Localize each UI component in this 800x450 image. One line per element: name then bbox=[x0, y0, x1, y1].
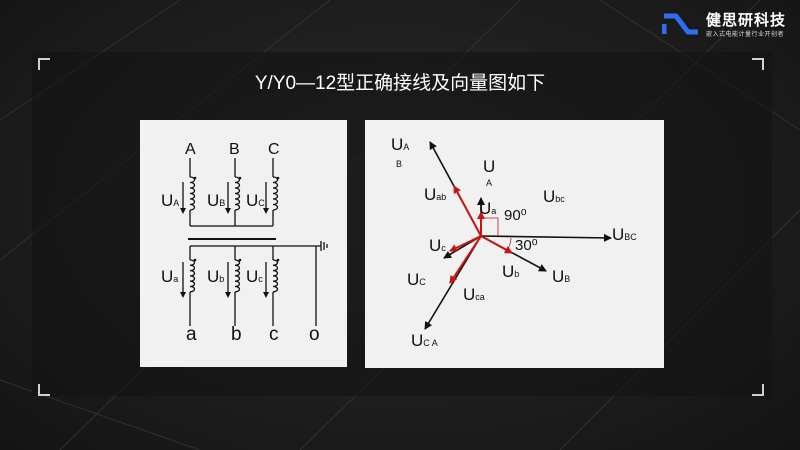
terminal-A: A bbox=[185, 141, 196, 158]
logo-name: 健思研科技 bbox=[705, 12, 786, 29]
label-UAB-sub2: B bbox=[396, 159, 403, 169]
label-Ub: Ub bbox=[502, 262, 520, 281]
right-angle-mark bbox=[481, 217, 499, 236]
phasor-Uab bbox=[453, 185, 482, 237]
label-UA: UA bbox=[161, 191, 180, 210]
phasor-Uca bbox=[449, 235, 482, 284]
label-UB: UB bbox=[207, 191, 226, 210]
label-UC: UC bbox=[246, 191, 265, 210]
angle-30-label: 30⁰ bbox=[515, 237, 538, 254]
frame-corner-top-left bbox=[38, 58, 50, 70]
wiring-diagram-panel: A B C a b c o UA UB UC Ua Ub Uc bbox=[140, 120, 347, 367]
frame-corner-bottom-right bbox=[752, 384, 764, 396]
label-Ua: Ua bbox=[161, 267, 179, 286]
slide-title: Y/Y0—12型正确接线及向量图如下 bbox=[254, 73, 546, 94]
terminal-a: a bbox=[186, 324, 197, 345]
terminal-b: b bbox=[231, 324, 242, 345]
label-Ubc: Ubc bbox=[543, 187, 565, 206]
label-Uc: Uc bbox=[429, 236, 446, 255]
terminal-B: B bbox=[229, 141, 240, 158]
logo-mark-icon bbox=[661, 13, 698, 35]
frame-corner-bottom-left bbox=[38, 384, 50, 396]
label-UA-main: U bbox=[483, 157, 496, 176]
angle-arc-30 bbox=[506, 237, 512, 252]
phasor-Ub bbox=[480, 235, 513, 254]
terminal-c: c bbox=[269, 324, 279, 345]
label-Uab: Uab bbox=[424, 185, 447, 204]
phasor-diagram-panel: UA B U A UBC UB UC A UC Uab Ua Ubc Ub Uc… bbox=[365, 120, 664, 368]
terminal-C: C bbox=[268, 141, 280, 158]
label-Ub: Ub bbox=[207, 267, 225, 286]
logo-tagline: 嵌入式电能计量行业开创者 bbox=[705, 32, 784, 38]
label-UAB: UA bbox=[391, 135, 410, 154]
angle-90-label: 90⁰ bbox=[504, 207, 527, 224]
label-UC: UC bbox=[407, 270, 426, 289]
label-UCA: UC A bbox=[411, 331, 438, 350]
phasor-diagram bbox=[424, 141, 612, 330]
label-Uc: Uc bbox=[246, 267, 263, 286]
phasor-UBC bbox=[480, 233, 612, 242]
company-logo: 健思研科技 嵌入式电能计量行业开创者 bbox=[661, 12, 786, 38]
terminal-o: o bbox=[309, 324, 320, 345]
label-Uca: Uca bbox=[463, 285, 485, 304]
phasor-Uc bbox=[449, 235, 482, 252]
label-Ua: Ua bbox=[479, 199, 497, 218]
label-UBC: UBC bbox=[612, 225, 637, 244]
label-UB: UB bbox=[552, 267, 571, 286]
label-UA-sub: A bbox=[486, 178, 493, 188]
frame-corner-top-right bbox=[752, 58, 764, 70]
wiring-diagram bbox=[180, 158, 328, 326]
